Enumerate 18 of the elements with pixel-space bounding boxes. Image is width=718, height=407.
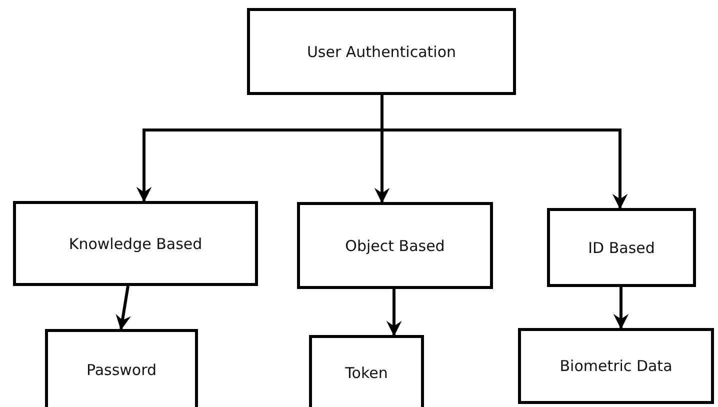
node-label: ID Based	[588, 238, 655, 256]
process-box	[45, 329, 198, 407]
node-label: Token	[345, 364, 388, 382]
arrow	[116, 286, 131, 330]
arrow	[380, 95, 628, 210]
process-box	[13, 201, 258, 286]
node-label: Password	[86, 360, 157, 378]
node-label: Knowledge Based	[68, 234, 202, 252]
process-box	[297, 202, 493, 289]
process-box	[247, 8, 516, 95]
node-label: User Authentication	[306, 42, 456, 60]
process-box	[518, 328, 714, 404]
node-label: Object Based	[345, 236, 445, 254]
process-box	[547, 208, 696, 287]
arrow	[613, 287, 629, 330]
process-box	[309, 335, 424, 407]
arrow	[386, 289, 402, 336]
node-label: Biometric Data	[560, 357, 672, 375]
